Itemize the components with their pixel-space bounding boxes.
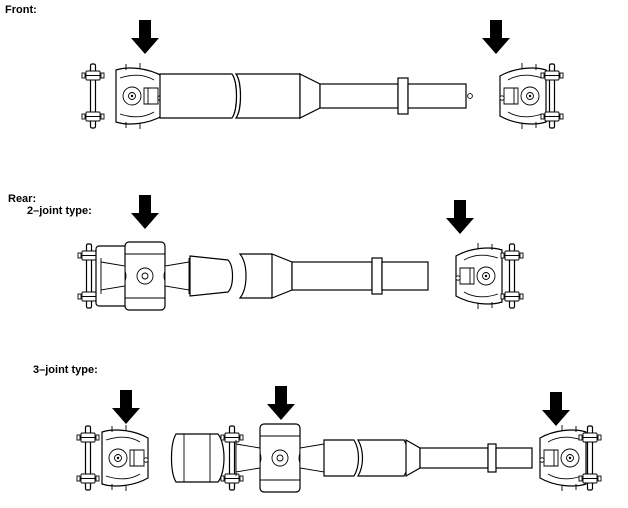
three-joint-type-label: 3–joint type: [33,364,98,376]
rear-three-joint-shaft [76,423,602,493]
down-arrow-icon [131,20,159,54]
front-label: Front: [5,4,37,16]
down-arrow-icon [446,200,474,234]
down-arrow-icon [542,392,570,426]
down-arrow-icon [112,390,140,424]
two-joint-type-label: 2–joint type: [27,205,92,217]
rear-label: Rear: [8,193,37,205]
front-shaft [81,62,564,130]
down-arrow-icon [482,20,510,54]
rear-two-joint-shaft [77,241,524,311]
down-arrow-icon [267,386,295,420]
down-arrow-icon [131,195,159,229]
